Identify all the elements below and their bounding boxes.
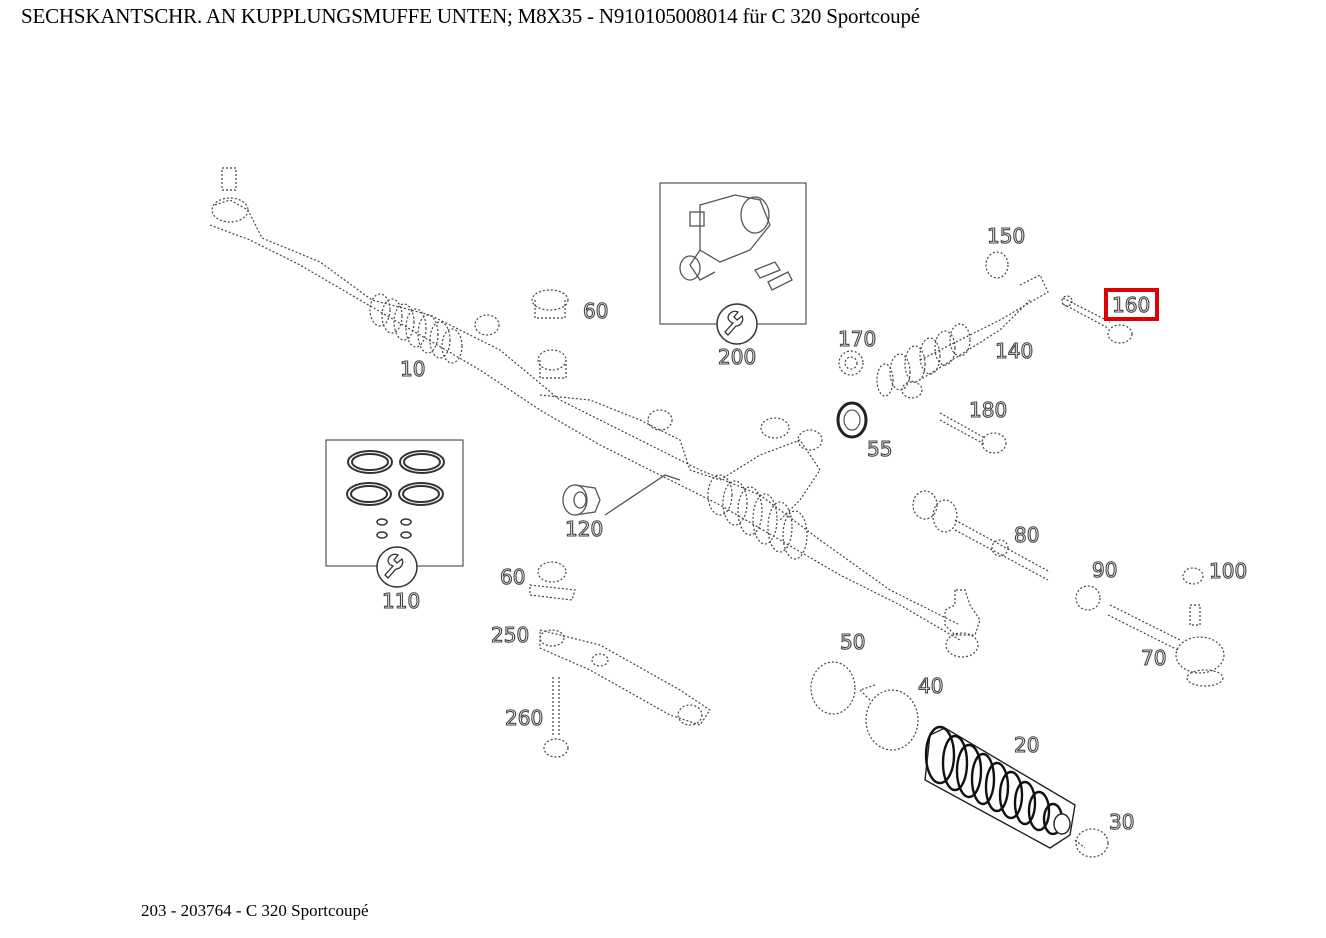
part-60-nut-lower[interactable] — [529, 561, 576, 601]
callout-90[interactable]: 90 — [1091, 557, 1118, 582]
callout-55[interactable]: 55 — [866, 436, 893, 461]
part-20-bellows-boot[interactable] — [924, 725, 1076, 849]
part-100-ball-joint[interactable] — [1175, 567, 1225, 687]
callout-30[interactable]: 30 — [1108, 809, 1135, 834]
part-160-hex-bolt[interactable] — [1061, 295, 1133, 344]
page-title: SECHSKANTSCHR. AN KUPPLUNGSMUFFE UNTEN; … — [21, 4, 920, 28]
wrench-icon — [724, 310, 744, 336]
part-70-outer-tie-rod[interactable] — [1107, 604, 1181, 651]
callout-60-top[interactable]: 60 — [582, 298, 609, 323]
part-55-seal[interactable] — [836, 401, 868, 439]
part-50-clamp[interactable] — [810, 661, 856, 715]
callout-80[interactable]: 80 — [1013, 522, 1040, 547]
callout-150[interactable]: 150 — [986, 223, 1025, 248]
part-110-seal-kit[interactable] — [325, 439, 464, 588]
callout-10[interactable]: 10 — [399, 356, 426, 381]
part-200-valve-kit[interactable] — [659, 182, 807, 345]
steering-rack[interactable] — [209, 167, 981, 658]
callout-40[interactable]: 40 — [917, 673, 944, 698]
callout-labels: 10 20 30 40 50 55 60 60 70 80 90 100 110… — [381, 223, 1247, 834]
callout-250[interactable]: 250 — [490, 622, 529, 647]
callout-100[interactable]: 100 — [1208, 558, 1247, 583]
callout-260[interactable]: 260 — [504, 705, 543, 730]
part-150-nut[interactable] — [985, 251, 1009, 279]
callout-20[interactable]: 20 — [1013, 732, 1040, 757]
part-80-tie-rod[interactable] — [912, 490, 1051, 581]
callout-120[interactable]: 120 — [564, 516, 603, 541]
part-40-clamp[interactable] — [858, 684, 919, 751]
part-170-ring[interactable] — [838, 350, 864, 376]
callout-110[interactable]: 110 — [381, 588, 420, 613]
callout-60-lower[interactable]: 60 — [499, 564, 526, 589]
callout-170[interactable]: 170 — [837, 326, 876, 351]
part-120-plug[interactable] — [562, 484, 601, 516]
part-140-valve-body[interactable] — [876, 274, 1049, 399]
part-250-bracket[interactable] — [539, 629, 711, 726]
highlight-box-160 — [1104, 288, 1159, 321]
callout-70[interactable]: 70 — [1140, 645, 1167, 670]
callout-140[interactable]: 140 — [994, 338, 1033, 363]
footer-model-info: 203 - 203764 - C 320 Sportcoupé — [141, 901, 369, 920]
callout-160[interactable]: 160 — [1111, 292, 1150, 317]
part-90-nut[interactable] — [1075, 585, 1101, 611]
part-60-nut-top[interactable] — [474, 289, 569, 379]
callout-50[interactable]: 50 — [839, 629, 866, 654]
wrench-icon — [384, 553, 404, 579]
part-30-clip[interactable] — [1074, 828, 1109, 858]
callout-180[interactable]: 180 — [968, 397, 1007, 422]
part-260-bolt[interactable] — [543, 677, 569, 758]
part-180-bolt[interactable] — [939, 412, 1007, 454]
callout-200[interactable]: 200 — [717, 344, 756, 369]
